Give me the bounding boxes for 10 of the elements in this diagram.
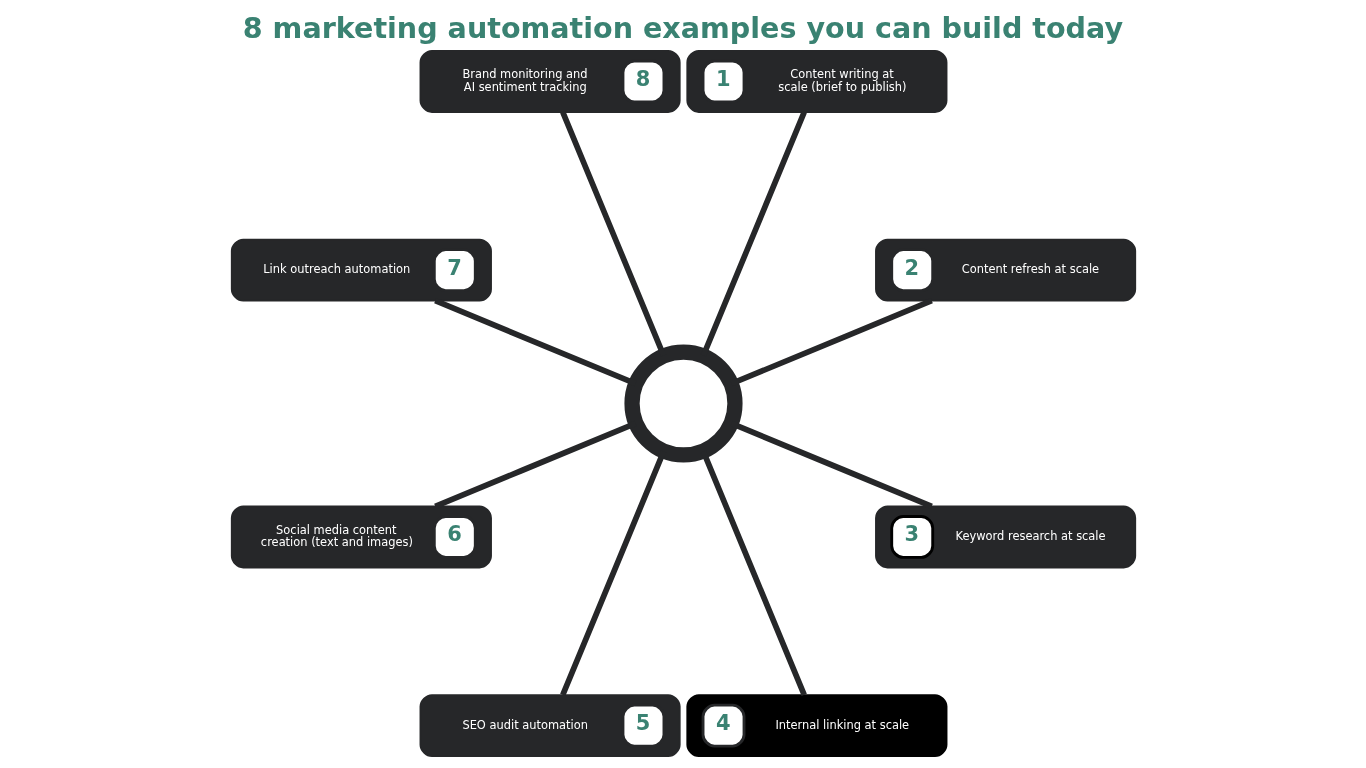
diagram-title: 8 marketing automation examples you can build today [242, 10, 1123, 45]
node-box: Brand monitoring and AI sentiment tracking 8 [419, 50, 681, 113]
node-box: Social media content creation (text and images) 6 [230, 505, 492, 569]
node-box: SEO audit automation 5 [419, 694, 681, 758]
node-box: 3 Keyword research at scale [874, 505, 1136, 569]
node-box: Link outreach automation 7 [230, 238, 492, 302]
node-box: 2 Content refresh at scale [874, 238, 1136, 302]
node-box: 1 Content writing at scale (brief to publish) [685, 50, 947, 113]
node-circle [623, 344, 743, 463]
node-box: 4 Internal linking at scale [685, 694, 947, 758]
